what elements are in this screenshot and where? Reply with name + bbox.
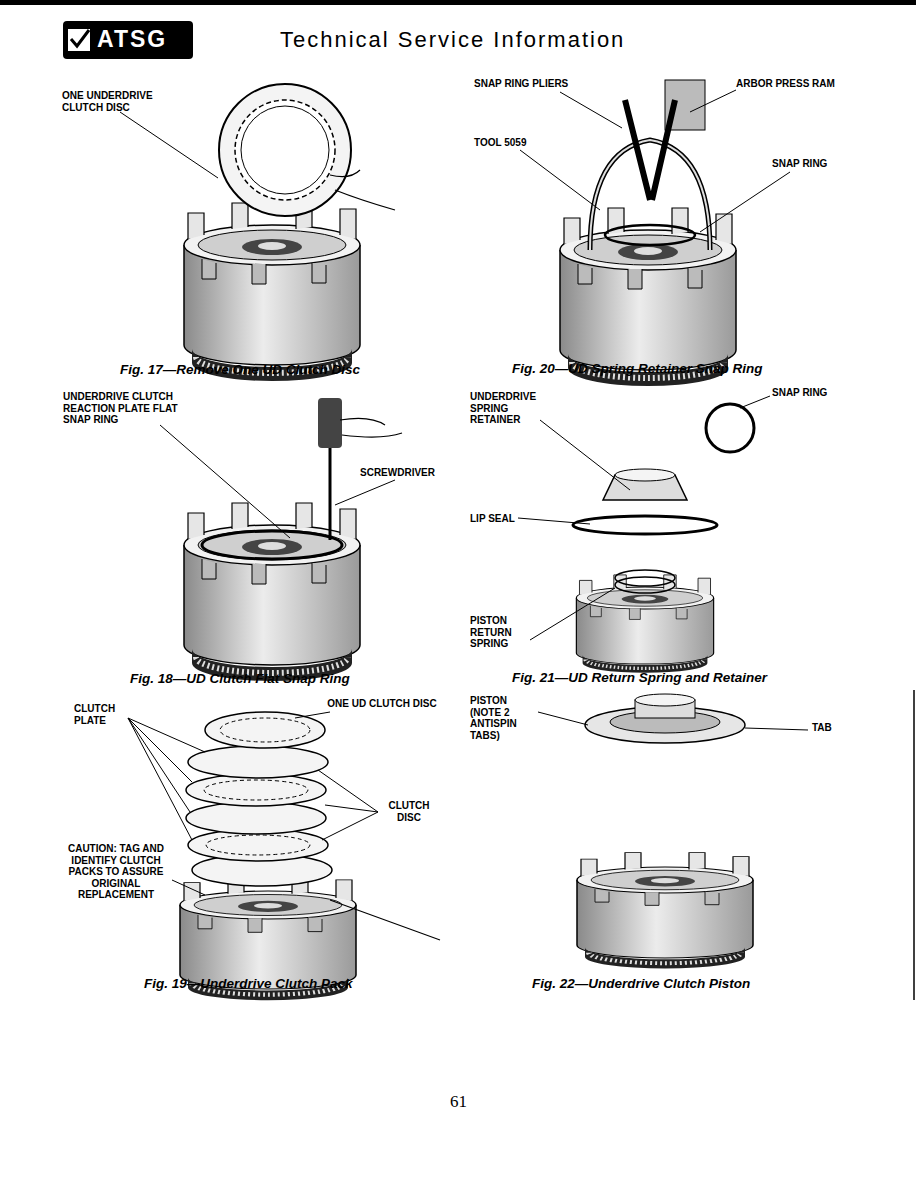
page-title: Technical Service Information bbox=[280, 27, 625, 53]
figure-caption: Fig. 19—Underdrive Clutch Pack bbox=[144, 976, 353, 991]
part-label: UNDERDRIVE SPRING RETAINER bbox=[470, 391, 554, 426]
part-label: SCREWDRIVER bbox=[360, 467, 435, 479]
page-number: 61 bbox=[450, 1092, 467, 1112]
part-label: PISTON RETURN SPRING bbox=[470, 615, 532, 650]
part-label: ONE UD CLUTCH DISC bbox=[326, 698, 438, 710]
figure-caption: Fig. 17—Remove One UD Clutch Disc bbox=[120, 362, 360, 377]
figure-caption: Fig. 20—UD Spring Retainer Snap Ring bbox=[512, 361, 763, 376]
part-label: ONE UNDERDRIVE CLUTCH DISC bbox=[62, 90, 174, 113]
part-label: TOOL 5059 bbox=[474, 137, 526, 149]
part-label: TAB bbox=[812, 722, 832, 734]
part-label: PISTON (NOTE 2 ANTISPIN TABS) bbox=[470, 695, 540, 741]
figure-caption: Fig. 18—UD Clutch Flat Snap Ring bbox=[130, 671, 350, 686]
figure-caption: Fig. 21—UD Return Spring and Retainer bbox=[512, 670, 767, 685]
part-label: SNAP RING bbox=[772, 158, 827, 170]
part-label: SNAP RING bbox=[772, 387, 827, 399]
part-label: CLUTCH PLATE bbox=[74, 703, 130, 726]
part-label: CLUTCH DISC bbox=[378, 800, 440, 823]
part-label: SNAP RING PLIERS bbox=[474, 78, 568, 90]
part-label: ARBOR PRESS RAM bbox=[736, 78, 835, 90]
figure-caption: Fig. 22—Underdrive Clutch Piston bbox=[532, 976, 750, 991]
part-label: LIP SEAL bbox=[470, 513, 515, 525]
caution-note: CAUTION: TAG AND IDENTIFY CLUTCH PACKS T… bbox=[60, 843, 172, 901]
logo-text: ATSG bbox=[97, 24, 167, 54]
part-label: UNDERDRIVE CLUTCH REACTION PLATE FLAT SN… bbox=[63, 391, 191, 426]
